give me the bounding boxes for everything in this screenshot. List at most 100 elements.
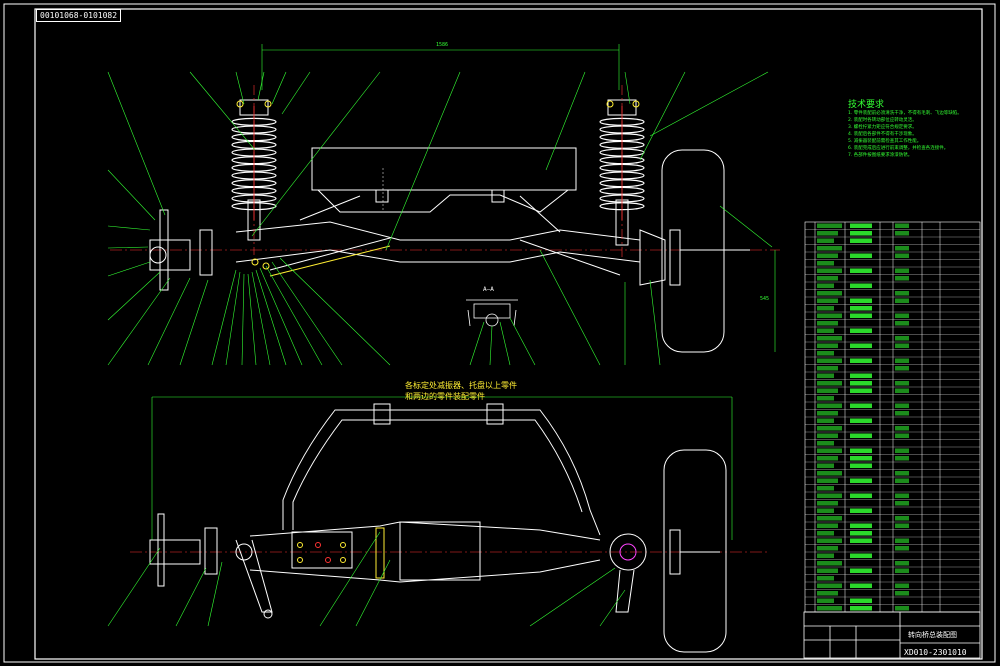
table-cell-text	[850, 381, 872, 386]
table-cell-text	[895, 246, 909, 251]
table-cell-text	[850, 313, 872, 318]
table-cell-text	[850, 531, 872, 536]
table-cell-text	[817, 388, 838, 393]
table-cell-text	[895, 298, 909, 303]
table-cell-text	[850, 223, 872, 228]
table-cell-text	[817, 238, 834, 243]
table-cell-text	[850, 388, 872, 393]
table-cell-text	[895, 471, 909, 476]
table-cell-text	[817, 351, 834, 356]
technical-requirements-notes: 1. 零件装配前必须清洗干净，不得有毛刺、飞边等缺陷。 2. 装配时各转动部位应…	[848, 110, 978, 159]
table-cell-text	[895, 336, 909, 341]
technical-requirements-title: 技术要求	[848, 100, 885, 110]
tech-note: 6. 装配完成后应进行前束调整，并检查各连接件。	[848, 146, 949, 151]
table-cell-text	[817, 598, 834, 603]
table-cell-text	[895, 388, 909, 393]
table-cell-text	[817, 478, 838, 483]
table-cell-text	[817, 283, 834, 288]
table-cell-text	[817, 321, 838, 326]
table-cell-text	[895, 583, 909, 588]
parts-list-table	[804, 221, 981, 613]
table-cell-text	[817, 426, 842, 431]
table-cell-text	[895, 291, 909, 296]
left-coil-spring	[231, 106, 277, 220]
svg-text:1586: 1586	[436, 42, 448, 48]
title-block	[803, 611, 981, 659]
leader-lines	[107, 71, 773, 627]
table-cell-text	[895, 321, 909, 326]
sheet-outer-border	[3, 3, 996, 663]
table-cell-text	[895, 253, 909, 258]
table-cell-text	[817, 531, 834, 536]
table-cell-text	[817, 261, 834, 266]
drawing-tag: 00101068-0101082	[36, 9, 122, 22]
table-cell-text	[817, 583, 842, 588]
sheet-inner-border	[34, 8, 983, 660]
table-cell-text	[850, 373, 872, 378]
table-cell-text	[895, 358, 909, 363]
section-label: A—A	[483, 286, 494, 293]
table-cell-text	[895, 538, 909, 543]
table-cell-text	[850, 268, 872, 273]
table-cell-text	[817, 501, 838, 506]
table-cell-text	[850, 493, 872, 498]
table-cell-text	[817, 456, 838, 461]
table-cell-text	[817, 591, 838, 596]
table-cell-text	[817, 418, 834, 423]
table-cell-text	[895, 276, 909, 281]
table-cell-text	[817, 576, 834, 581]
table-cell-text	[817, 561, 842, 566]
table-cell-text	[817, 223, 842, 228]
table-cell-text	[895, 313, 909, 318]
table-cell-text	[817, 546, 838, 551]
table-cell-text	[817, 403, 842, 408]
table-cell-text	[850, 463, 872, 468]
table-cell-text	[817, 246, 842, 251]
table-cell-text	[850, 433, 872, 438]
table-cell-text	[817, 291, 842, 296]
table-cell-text	[817, 411, 838, 416]
table-cell-text	[817, 343, 838, 348]
table-cell-text	[850, 568, 872, 573]
table-cell-text	[817, 606, 842, 611]
table-cell-text	[895, 268, 909, 273]
drawing-title: 转向桥总装配图	[908, 631, 957, 639]
table-cell-text	[817, 268, 842, 273]
table-cell-text	[895, 501, 909, 506]
table-cell-text	[850, 583, 872, 588]
table-cell-text	[850, 358, 872, 363]
section-detail	[466, 299, 518, 327]
table-cell-text	[850, 306, 872, 311]
table-cell-text	[817, 433, 838, 438]
table-cell-text	[850, 606, 872, 611]
front-view: 1586 545	[110, 42, 780, 353]
table-cell-text	[895, 478, 909, 483]
table-cell-text	[817, 568, 838, 573]
table-cell-text	[850, 328, 872, 333]
table-cell-text	[817, 553, 834, 558]
table-cell-text	[817, 366, 838, 371]
table-cell-text	[817, 493, 842, 498]
table-cell-text	[895, 523, 909, 528]
table-cell-text	[850, 478, 872, 483]
assembly-note-line-2: 和两边的零件装配零件	[405, 392, 485, 401]
table-cell-text	[895, 366, 909, 371]
tech-note: 7. 各部件按图纸要求涂漆防锈。	[848, 153, 913, 158]
table-cell-text	[850, 418, 872, 423]
table-cell-text	[850, 598, 872, 603]
table-cell-text	[850, 553, 872, 558]
table-cell-text	[895, 231, 909, 236]
right-coil-spring	[599, 106, 645, 220]
table-cell-text	[850, 523, 872, 528]
table-cell-text	[817, 298, 838, 303]
table-cell-text	[895, 426, 909, 431]
table-cell-text	[850, 343, 872, 348]
tech-note: 4. 装配后各部件不得有干涉现象。	[848, 132, 917, 137]
tech-note: 5. 减振器装配前需检查其工作性能。	[848, 139, 922, 144]
table-cell-text	[817, 328, 834, 333]
table-cell-text	[817, 373, 834, 378]
table-cell-text	[895, 568, 909, 573]
table-cell-text	[895, 561, 909, 566]
table-cell-text	[817, 276, 838, 281]
